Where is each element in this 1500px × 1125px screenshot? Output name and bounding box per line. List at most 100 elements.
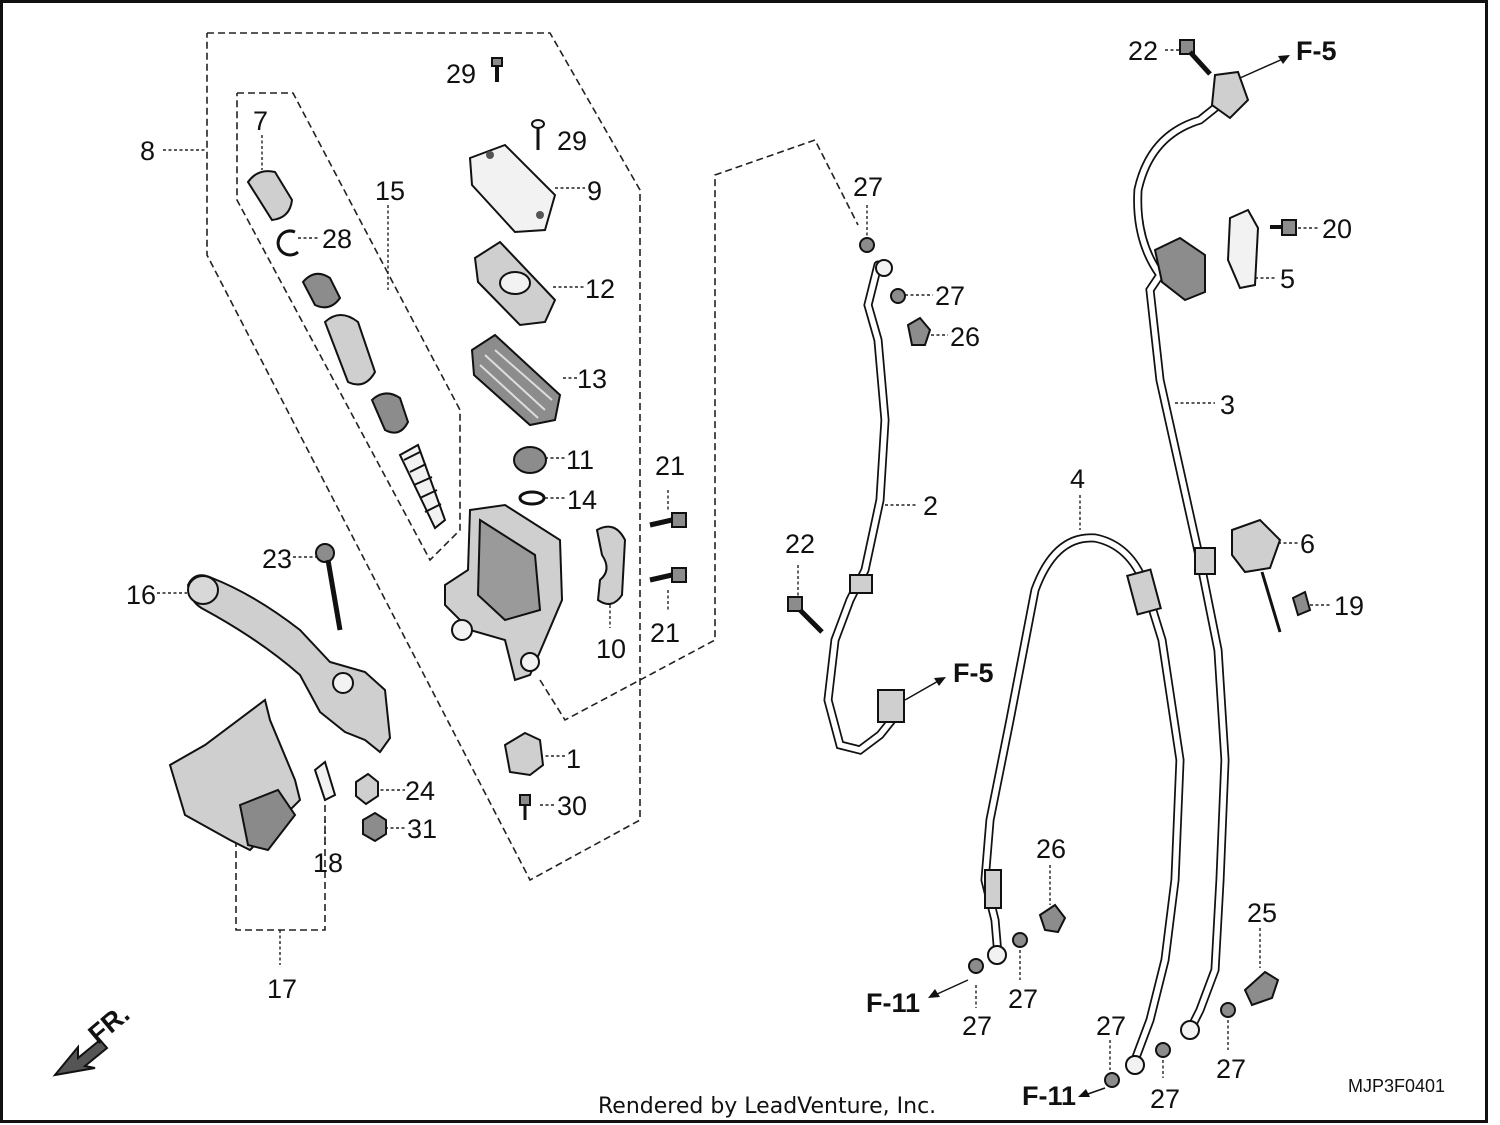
callout-27-top[interactable]: 27 — [853, 172, 883, 202]
piston-icon — [323, 314, 377, 386]
reference-arrows — [904, 55, 1290, 1097]
holder-clamp-icon — [595, 525, 627, 605]
washer-27-icon — [968, 958, 984, 974]
assembly-boundaries — [206, 32, 859, 931]
callout-26-upper[interactable]: 26 — [950, 322, 980, 352]
callout-26-lower[interactable]: 26 — [1036, 834, 1066, 864]
callout-28[interactable]: 28 — [322, 224, 352, 254]
callout-17[interactable]: 17 — [267, 974, 297, 1004]
pin-18-icon — [313, 760, 337, 802]
leader-lines — [157, 49, 1332, 1078]
callout-16[interactable]: 16 — [126, 580, 156, 610]
callout-14[interactable]: 14 — [567, 485, 597, 515]
callout-30[interactable]: 30 — [557, 791, 587, 821]
callout-11[interactable]: 11 — [566, 445, 594, 475]
brake-hose-2 — [787, 237, 932, 755]
callout-18[interactable]: 18 — [313, 848, 343, 878]
callout-3[interactable]: 3 — [1220, 390, 1235, 420]
callout-27-mid[interactable]: 27 — [1008, 984, 1038, 1014]
bolt-25-icon — [1243, 970, 1280, 1007]
ref-f11-left[interactable]: F-11 — [866, 988, 920, 1018]
bolt-26-icon — [906, 316, 932, 346]
callout-22-left[interactable]: 22 — [785, 529, 815, 559]
bolt-22-right-icon — [1179, 39, 1212, 76]
callout-4[interactable]: 4 — [1070, 464, 1085, 494]
brake-hose-4 — [968, 533, 1280, 1088]
ref-f5-mid[interactable]: F-5 — [953, 658, 994, 688]
callout-24[interactable]: 24 — [405, 776, 435, 806]
ref-f5-top[interactable]: F-5 — [1296, 36, 1337, 66]
diaphragm-icon — [470, 333, 562, 427]
callout-27-lower-left[interactable]: 27 — [1096, 1011, 1126, 1041]
front-label: FR. — [83, 999, 136, 1050]
callout-5[interactable]: 5 — [1280, 264, 1295, 294]
clamp-6-icon — [1231, 518, 1282, 574]
bolt-20-icon — [1270, 219, 1297, 236]
lever-assembly — [168, 543, 392, 852]
callout-8[interactable]: 8 — [140, 136, 155, 166]
washer-27-icon — [1012, 932, 1028, 948]
washer-27-icon — [1155, 1042, 1171, 1058]
nut-31-icon — [362, 811, 387, 843]
callout-21-lower[interactable]: 21 — [650, 618, 680, 648]
screw-29-top-icon — [491, 57, 503, 82]
callouts: 1 2 3 4 5 6 7 8 9 10 11 12 13 14 15 16 1… — [126, 36, 1364, 1114]
callout-2[interactable]: 2 — [923, 491, 938, 521]
bolt-26-lower-icon — [1038, 903, 1067, 934]
piston-kit-parts — [246, 170, 447, 530]
callout-27-right[interactable]: 27 — [1216, 1054, 1246, 1084]
screw-29-cap-icon — [531, 119, 545, 150]
washer-27-icon — [859, 237, 875, 253]
pivot-bolt-23-icon — [315, 543, 343, 631]
nut-24-icon — [355, 772, 379, 806]
callout-15[interactable]: 15 — [375, 176, 405, 206]
callout-6[interactable]: 6 — [1300, 529, 1315, 559]
ref-f11-bottom[interactable]: F-11 — [1022, 1081, 1076, 1111]
callout-19[interactable]: 19 — [1334, 591, 1364, 621]
reservoir-float-icon — [513, 446, 547, 474]
bolt-21-upper-icon — [649, 512, 687, 528]
callout-29-top[interactable]: 29 — [446, 59, 476, 89]
callout-1[interactable]: 1 — [566, 744, 581, 774]
brake-lever-icon — [186, 574, 392, 754]
callout-29-cap[interactable]: 29 — [557, 126, 587, 156]
callout-13[interactable]: 13 — [577, 364, 607, 394]
diagram-code: MJP3F0401 — [1348, 1076, 1445, 1096]
callout-20[interactable]: 20 — [1322, 214, 1352, 244]
washer-27-icon — [890, 288, 906, 304]
footer-credit: Rendered by LeadVenture, Inc. — [598, 1094, 936, 1119]
callout-12[interactable]: 12 — [585, 274, 615, 304]
stop-switch-icon — [503, 731, 545, 777]
callout-7[interactable]: 7 — [253, 106, 268, 136]
callout-27-upper[interactable]: 27 — [935, 281, 965, 311]
reference-labels: F-5 F-5 F-11 F-11 — [866, 36, 1337, 1111]
callout-22-right[interactable]: 22 — [1128, 36, 1158, 66]
master-cylinder-parts — [444, 57, 687, 820]
circlip-28-icon — [276, 229, 299, 257]
callout-21-upper[interactable]: 21 — [655, 451, 685, 481]
callout-9[interactable]: 9 — [587, 176, 602, 206]
bolt-21-lower-icon — [649, 567, 687, 583]
callout-10[interactable]: 10 — [596, 634, 626, 664]
spring-icon — [398, 443, 447, 530]
callout-27-bottom[interactable]: 27 — [1150, 1084, 1180, 1114]
piston-cup-icon — [370, 392, 410, 434]
callout-31[interactable]: 31 — [407, 814, 437, 844]
front-direction-arrow: FR. — [52, 999, 136, 1077]
clamp-5-icon — [1226, 208, 1260, 290]
piston-spring-seat-icon — [301, 272, 342, 309]
bolt-19-icon — [1291, 590, 1312, 617]
washer-27-icon — [1104, 1072, 1120, 1088]
callout-25[interactable]: 25 — [1247, 898, 1277, 928]
screw-30-icon — [519, 794, 531, 820]
callout-23[interactable]: 23 — [262, 544, 292, 574]
boot-7-icon — [246, 170, 294, 222]
washer-27-icon — [1220, 1002, 1236, 1018]
brake-hose-3 — [1133, 39, 1312, 1035]
reservoir-cap-icon — [468, 143, 557, 234]
callout-27-f11-left[interactable]: 27 — [962, 1011, 992, 1041]
bolt-22-left-icon — [787, 596, 824, 634]
